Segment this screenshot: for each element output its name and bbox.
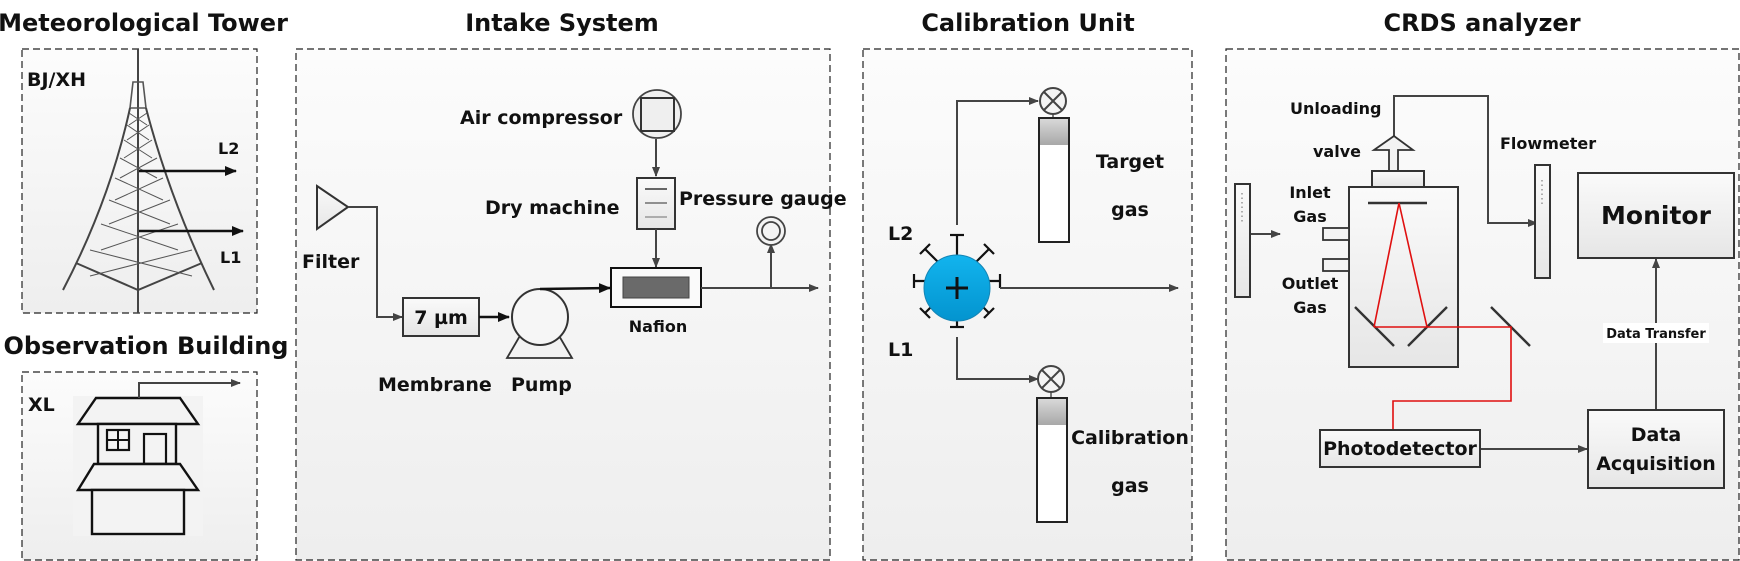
unloading-valve-label-line1: Unloading [1290,99,1381,118]
target-gas-cylinder-icon [1038,117,1070,243]
calibration-gas-cylinder-icon [1036,397,1068,523]
plus-icon [946,277,968,299]
air-compressor-icon [632,89,682,139]
tower-panel [21,48,258,314]
inlet-gas-label-line1: Inlet [1289,183,1331,202]
tower-l1-label: L1 [220,248,241,267]
building-icon [73,396,203,536]
inlet-gas-port [1322,227,1350,241]
outlet-gas-label-line2: Gas [1293,298,1326,317]
filter-label: Filter [302,251,360,273]
target-gas-label-line1: Target [1096,151,1164,173]
data-transfer-label: Data Transfer [1606,327,1706,342]
calibration-panel [862,48,1193,561]
target-gas-label-line2: gas [1111,199,1149,221]
filter-line [348,206,403,321]
calibration-gas-label-line2: gas [1111,475,1149,497]
dry-machine-label: Dry machine [485,197,619,219]
inlet-flow-tube-icon [1234,183,1251,298]
calibration-section-title: Calibration Unit [921,9,1134,37]
data-transfer-label-bg [1603,323,1709,343]
monitor-box [1577,172,1735,259]
l2-to-target-line [956,97,1039,225]
unloading-valve-label-line2: valve [1313,142,1361,161]
valve-l1-label: L1 [888,339,913,361]
tower-site-label: BJ/XH [27,69,86,91]
outlet-gas-port [1322,258,1350,272]
building-section-title: Observation Building [4,332,289,360]
inlet-gas-label-line2: Gas [1293,207,1326,226]
unloading-valve-base [1371,170,1425,188]
laser-path [1373,202,1512,430]
data-acquisition-label-line1: Data [1631,424,1682,446]
building-outlet-arrow [138,379,241,398]
photodetector-label: Photodetector [1323,438,1477,460]
ring-down-cavity [1348,186,1459,368]
tower-icon [62,49,215,313]
pressure-gauge-icon [756,216,786,246]
intake-section-title: Intake System [465,9,659,37]
flowmeter-icon [1534,164,1551,279]
monitor-label: Monitor [1601,201,1712,230]
photodetector-box [1319,429,1481,468]
data-acquisition-label-line2: Acquisition [1596,453,1716,475]
calibration-gas-label-line1: Calibration [1071,427,1189,449]
building-site-label: XL [28,394,55,416]
membrane-label: Membrane [378,374,492,396]
pump-to-nafion-arrow [539,283,611,294]
filter-icon [316,184,350,231]
unloading-pipe [1393,95,1538,227]
dry-machine-icon [636,177,676,230]
calibration-gas-valve-icon [1037,365,1065,393]
pressure-gauge-label: Pressure gauge [679,188,847,210]
membrane-value: 7 µm [414,307,468,329]
tower-section-title: Meteorological Tower [0,9,288,37]
target-gas-valve-icon [1039,87,1067,115]
valve-l2-label: L2 [888,223,913,245]
nafion-label: Nafion [629,317,687,336]
data-acquisition-box [1587,409,1725,489]
l1-to-calibration-line [956,337,1039,383]
multiport-valve[interactable] [912,233,1002,329]
crds-section-title: CRDS analyzer [1383,9,1580,37]
outlet-gas-label-line1: Outlet [1282,274,1339,293]
unloading-valve-icon [1371,134,1416,172]
air-compressor-label: Air compressor [460,107,623,129]
tower-l2-label: L2 [218,139,239,158]
nafion-icon [610,267,702,308]
pump-label: Pump [511,374,572,396]
flowmeter-label: Flowmeter [1500,134,1596,153]
